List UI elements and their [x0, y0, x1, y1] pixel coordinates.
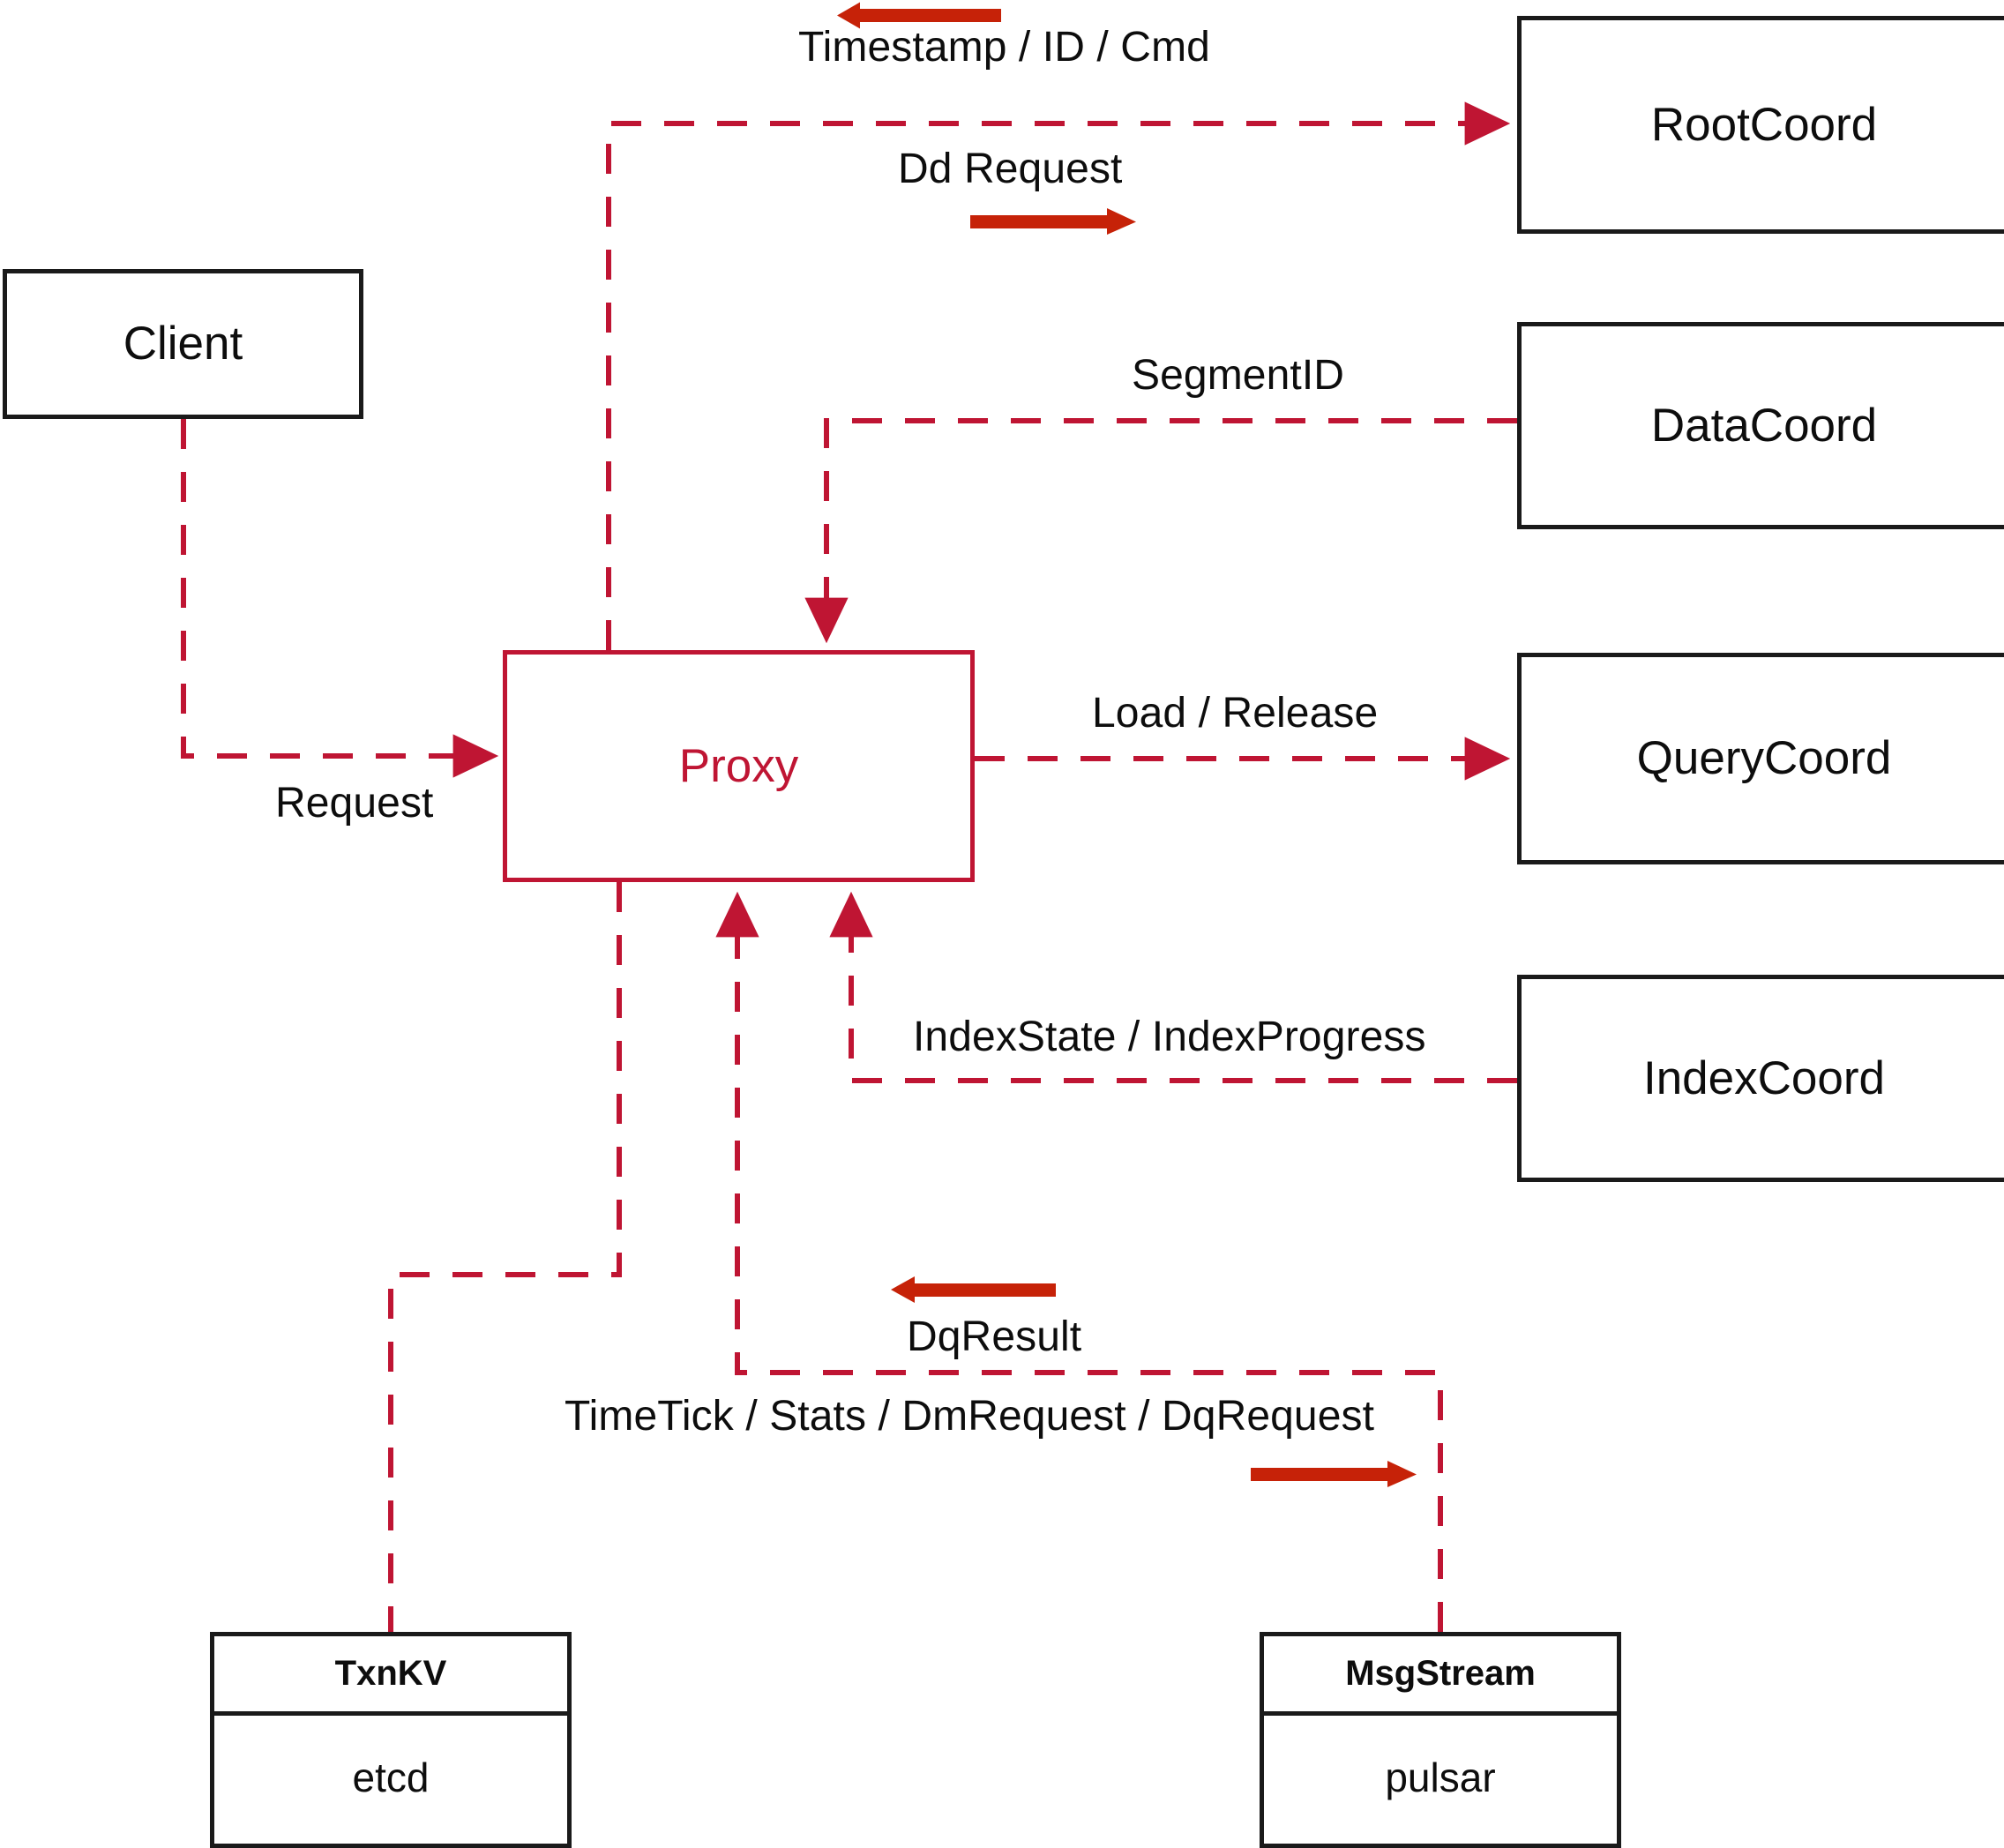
edge-label-index-state-progress: IndexState / IndexProgress: [913, 1014, 1426, 1060]
node-client-label: Client: [123, 317, 243, 370]
node-client[interactable]: Client: [3, 269, 363, 419]
edge-proxy-to-rootcoord: [606, 101, 1511, 650]
node-txnkv-body: etcd: [352, 1754, 430, 1800]
node-root-coord[interactable]: RootCoord: [1517, 16, 2004, 234]
node-index-coord[interactable]: IndexCoord: [1517, 975, 2004, 1182]
edge-label-segment-id: SegmentID: [1132, 352, 1345, 399]
node-proxy-label: Proxy: [678, 739, 799, 792]
edge-label-request: Request: [275, 780, 434, 827]
node-query-coord[interactable]: QueryCoord: [1517, 653, 2004, 864]
node-query-coord-label: QueryCoord: [1636, 731, 1892, 784]
node-index-coord-label: IndexCoord: [1642, 1051, 1885, 1104]
edge-datacoord-to-proxy: [804, 418, 1517, 644]
edge-label-timetick-stats-dm-dq: TimeTick / Stats / DmRequest / DqRequest: [565, 1393, 1375, 1440]
edge-label-load-release: Load / Release: [1092, 690, 1379, 737]
edge-label-dq-result: DqResult: [907, 1313, 1082, 1360]
node-data-coord[interactable]: DataCoord: [1517, 322, 2004, 529]
node-data-coord-label: DataCoord: [1650, 399, 1878, 452]
node-root-coord-label: RootCoord: [1650, 98, 1878, 151]
edge-client-to-proxy: [181, 419, 499, 778]
edge-label-timestamp-id-cmd: Timestamp / ID / Cmd: [798, 24, 1210, 71]
bold-arrow-left-dqresult: [891, 1276, 1056, 1303]
edge-label-dd-request: Dd Request: [898, 146, 1123, 192]
bold-arrow-right-ddrequest: [970, 208, 1136, 235]
node-msgstream-header: MsgStream: [1260, 1636, 1621, 1716]
node-msgstream-body: pulsar: [1385, 1754, 1496, 1800]
bold-arrow-left-timestamp: [837, 2, 1001, 29]
node-proxy[interactable]: Proxy: [503, 650, 975, 882]
bold-arrow-right-timetick: [1251, 1461, 1417, 1487]
node-txnkv[interactable]: TxnKV etcd: [210, 1632, 572, 1848]
bold-flow-arrows: [837, 2, 1417, 1487]
node-txnkv-header: TxnKV: [210, 1636, 572, 1716]
edge-proxy-to-msgstream: [715, 891, 1443, 1632]
node-msgstream[interactable]: MsgStream pulsar: [1260, 1632, 1621, 1848]
edge-proxy-to-txnkv: [388, 882, 622, 1632]
edge-indexcoord-to-proxy: [829, 891, 1517, 1083]
